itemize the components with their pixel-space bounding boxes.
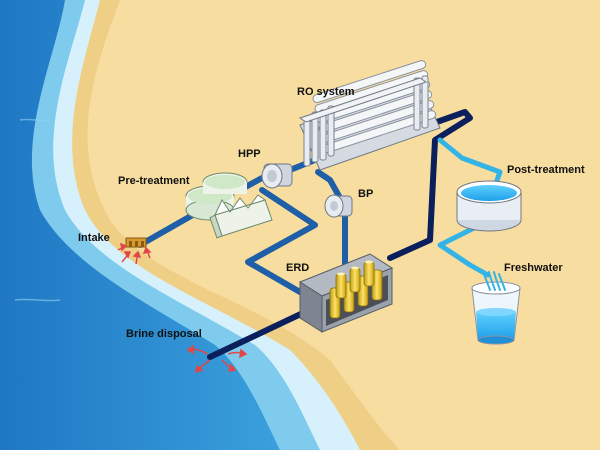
label-hpp: HPP [238, 148, 261, 160]
feed-pipe-bp-to-ro [315, 169, 343, 201]
intake-structure-icon [125, 237, 147, 248]
fresh-pipe-to-glass [437, 222, 491, 278]
wave-highlight [14, 298, 61, 302]
fresh-pipe-to-post [437, 137, 503, 189]
intake-arrows-icon [117, 242, 152, 265]
post-treatment-tank-icon [456, 180, 522, 232]
feed-pipe-to-ro [287, 157, 318, 173]
brine-pipe-ro-to-erd [387, 109, 473, 261]
label-erd: ERD [286, 262, 310, 274]
label-brine-disposal: Brine disposal [126, 328, 202, 340]
hpp-pump-icon [261, 163, 293, 189]
label-bp: BP [358, 188, 374, 200]
pre-treatment-plant-icon [185, 172, 273, 239]
water-stream-icon [483, 271, 506, 291]
brine-disposal-arrows-icon [186, 344, 248, 374]
freshwater-glass-icon [471, 281, 521, 345]
label-intake: Intake [78, 232, 110, 244]
ro-system-rack-icon [298, 60, 441, 171]
label-freshwater: Freshwater [504, 262, 563, 274]
label-pre-treatment: Pre-treatment [118, 175, 190, 187]
wet-sand-band [59, 0, 400, 450]
label-ro-system: RO system [297, 86, 355, 98]
erd-unit-icon [298, 253, 394, 333]
label-post-treatment: Post-treatment [507, 164, 585, 176]
wave-highlight [19, 118, 51, 122]
ocean [0, 0, 280, 450]
brine-pipe-disposal [207, 309, 308, 360]
feed-pipe-to-erd [245, 187, 318, 295]
bp-pump-icon [324, 194, 353, 218]
